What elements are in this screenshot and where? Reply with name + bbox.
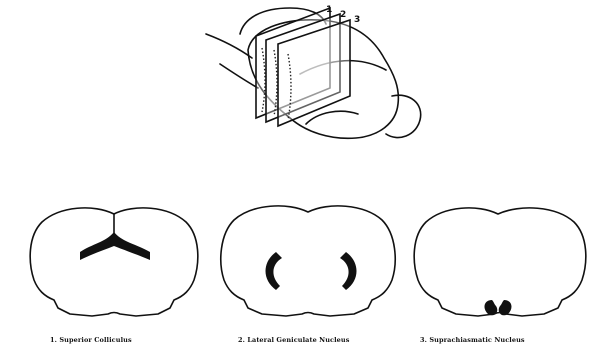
brainstem-line-lower	[220, 64, 258, 88]
superior-colliculus-region	[80, 232, 150, 260]
section-3-caption: 3. Suprachiasmatic Nucleus	[420, 336, 525, 344]
plane-number-3: 3	[354, 15, 360, 25]
plane-number-2: 2	[340, 10, 346, 20]
section-2-caption: 2. Lateral Geniculate Nucleus	[238, 336, 350, 344]
section-2-outline	[221, 206, 395, 316]
section-1-caption: 1. Superior Colliculus	[50, 336, 132, 344]
lgn-right-region	[340, 252, 357, 290]
lgn-left-region	[266, 252, 283, 290]
section-3-outline	[414, 208, 586, 316]
olfactory-bulb	[386, 95, 421, 137]
scn-right-region	[499, 300, 512, 315]
brainstem-line	[206, 34, 252, 58]
coronal-section-3: 3. Suprachiasmatic Nucleus	[414, 208, 586, 344]
scn-left-region	[485, 300, 498, 315]
brain-3d-view: 1 2 3	[206, 5, 421, 138]
coronal-section-2: 2. Lateral Geniculate Nucleus	[221, 206, 395, 344]
plane-number-1: 1	[326, 5, 332, 15]
temporal-lobe	[306, 111, 358, 124]
coronal-section-1: 1. Superior Colliculus	[30, 208, 198, 344]
